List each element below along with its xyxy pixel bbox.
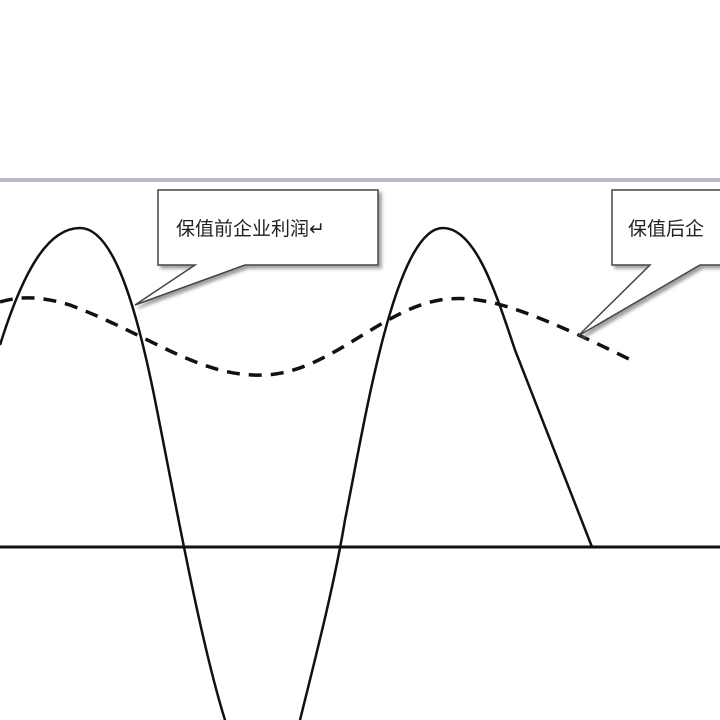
callout-after-hedging xyxy=(577,189,720,337)
dashed-curve xyxy=(0,296,636,377)
frame-top-border xyxy=(0,178,720,182)
callout-after-hedging-text: 保值后企 xyxy=(628,218,704,240)
callout-before-hedging-text: 保值前企业利润↵ xyxy=(176,218,325,240)
callout-before-hedging xyxy=(134,189,379,306)
solid-curve xyxy=(0,226,594,720)
